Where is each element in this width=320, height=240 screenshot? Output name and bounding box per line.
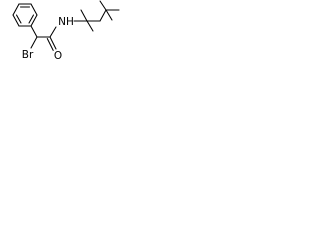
phenyl-ring — [12, 3, 38, 27]
quaternary-carbon-methyl-bond-a — [80, 9, 88, 22]
carbonyl-to-nitrogen-bond — [49, 26, 57, 38]
methylene-to-tert-carbon-bond — [99, 9, 107, 22]
alpha-carbon-to-bromine-bond — [30, 36, 38, 49]
amide-nitrogen-label: NH — [58, 16, 74, 28]
ring-double-bond-inner-2 — [28, 14, 35, 24]
carbonyl-double-bond-b — [46, 38, 54, 51]
quaternary-carbon-methyl-bond-b — [86, 20, 94, 32]
phenyl-to-alpha-carbon-bond — [30, 25, 38, 38]
ring-bond-5 — [12, 14, 20, 27]
ring-bond-3 — [30, 14, 38, 27]
ring-double-bond-inner-3 — [15, 14, 22, 24]
ring-bond-2 — [30, 3, 38, 16]
carbonyl-double-bond-a — [49, 36, 57, 50]
chemical-structure-diagram: Br O NH — [12, 0, 120, 62]
bromine-atom-label: Br — [22, 49, 34, 61]
oxygen-atom-label: O — [54, 50, 62, 62]
tert-butyl-methyl-bond-c — [105, 9, 113, 21]
ring-bond-6 — [12, 3, 20, 16]
tert-butyl-methyl-bond-a — [99, 0, 107, 11]
